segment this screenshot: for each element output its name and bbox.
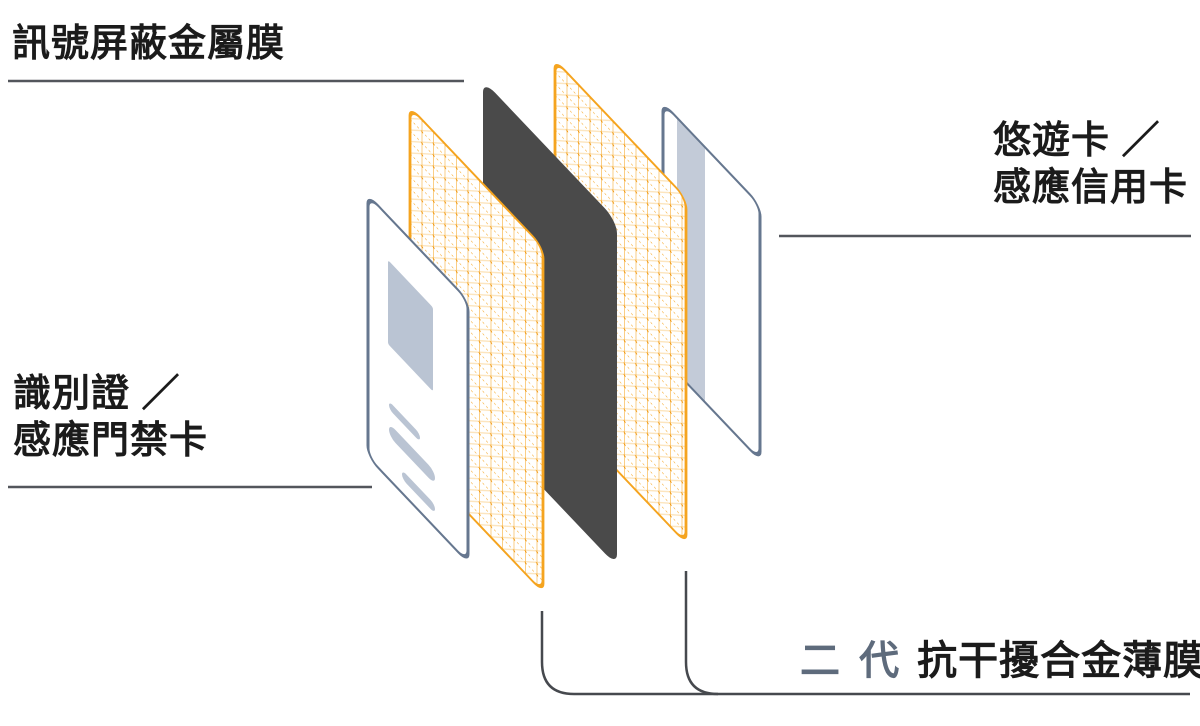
label-easycard-line1: 悠遊卡 ／	[993, 120, 1161, 162]
label-gen2-prefix: 二 代	[800, 639, 904, 683]
id-card-text-line	[402, 472, 435, 511]
label-easycard-line2: 感應信用卡	[993, 167, 1189, 209]
label-gen2-anti-interference-film: 二 代抗干擾合金薄膜	[800, 628, 1200, 686]
label-gen2-name: 抗干擾合金薄膜	[917, 639, 1200, 683]
label-id-card-line1: 識別證 ／	[13, 373, 181, 415]
id-card-layer	[366, 198, 470, 559]
callout-line-gen2-film-right	[684, 571, 719, 696]
id-card-photo	[388, 261, 433, 391]
callout-line-gen2-film-left	[540, 611, 1190, 696]
id-card-text-line	[389, 403, 420, 440]
id-card-text-line	[389, 427, 435, 481]
label-easycard: 悠遊卡 ／ 感應信用卡	[993, 118, 1188, 212]
label-id-card-line2: 感應門禁卡	[13, 420, 209, 462]
label-id-card: 識別證 ／ 感應門禁卡	[13, 371, 208, 465]
label-signal-shield-metal-film: 訊號屏蔽金屬膜	[12, 23, 286, 65]
